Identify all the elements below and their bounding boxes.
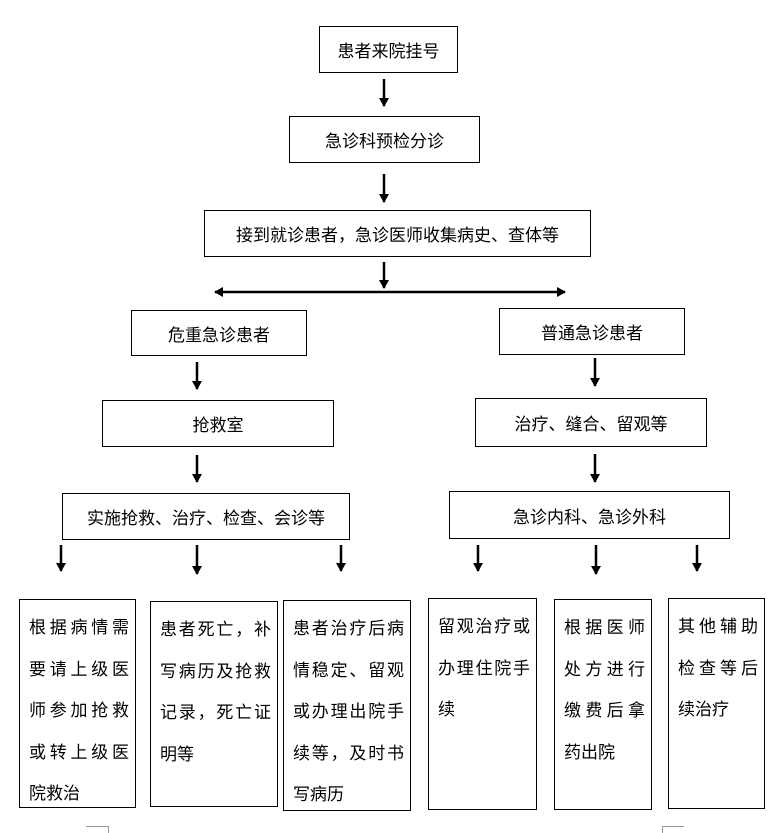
critical-patient-box: 危重急诊患者 bbox=[131, 310, 307, 356]
receive-box: 接到就诊患者，急诊医师收集病史、查体等 bbox=[204, 210, 591, 257]
outcome-stable-box: 患者治疗后病情稳定、留观或办理出院手续等，及时书写病历 bbox=[283, 600, 411, 811]
departments-box: 急诊内科、急诊外科 bbox=[449, 491, 730, 539]
outcome-exam-box: 其他辅助检查等后续治疗 bbox=[668, 598, 765, 809]
rescue-room-box: 抢救室 bbox=[102, 400, 334, 447]
treatment-box: 治疗、缝合、留观等 bbox=[475, 398, 707, 447]
outcome-transfer-box: 根据病情需要请上级医师参加抢救或转上级医院救治 bbox=[19, 599, 136, 808]
register-box: 患者来院挂号 bbox=[319, 26, 458, 73]
page-corner-mark-left bbox=[86, 826, 108, 827]
triage-box: 急诊科预检分诊 bbox=[289, 116, 480, 163]
outcome-observe-box: 留观治疗或办理住院手续 bbox=[428, 598, 537, 810]
outcome-death-box: 患者死亡，补写病历及抢救记录，死亡证明等 bbox=[150, 601, 278, 807]
outcome-medicine-box: 根据医师处方进行缴费后拿药出院 bbox=[554, 599, 652, 810]
page-corner-mark-right bbox=[662, 826, 684, 827]
page-corner-mark-left-v bbox=[108, 826, 109, 833]
rescue-actions-box: 实施抢救、治疗、检查、会诊等 bbox=[62, 493, 350, 540]
page-corner-mark-right-v bbox=[662, 826, 663, 833]
normal-patient-box: 普通急诊患者 bbox=[499, 308, 685, 355]
